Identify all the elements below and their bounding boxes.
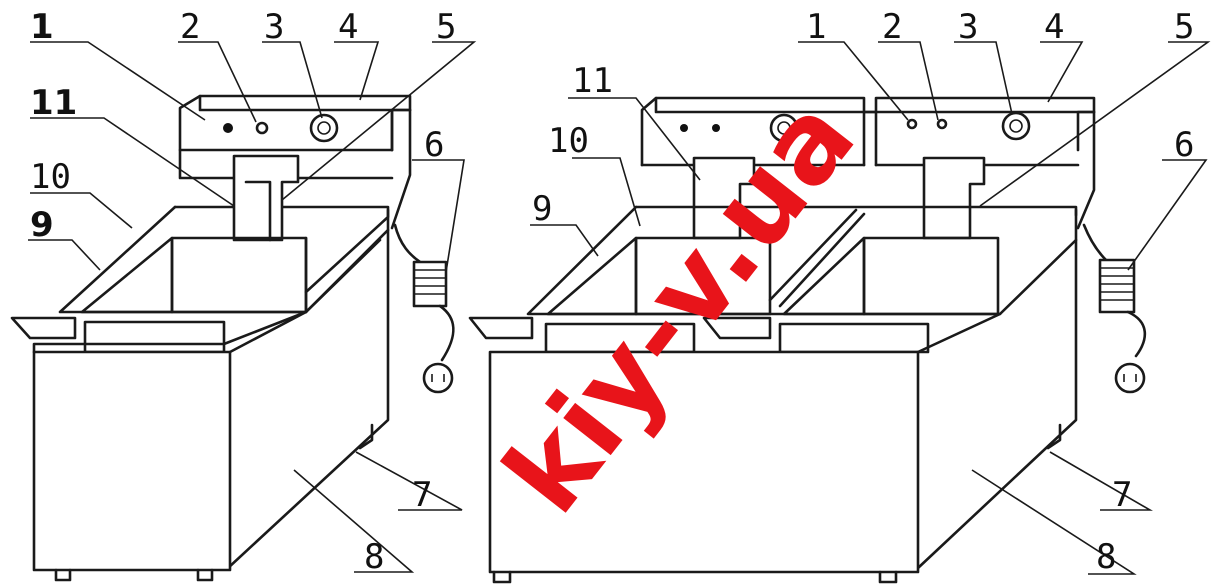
single-fryer <box>10 94 455 582</box>
label-right-2: 2 <box>882 7 902 47</box>
basket-handle-right-2[interactable] <box>702 316 772 340</box>
indicator-light-right-1 <box>680 124 688 132</box>
thermostat-knob-right-1[interactable] <box>769 113 799 143</box>
label-left-9: 9 <box>30 205 54 245</box>
power-cord-coil-left <box>412 260 448 308</box>
label-left-5: 5 <box>436 7 456 47</box>
power-plug-right <box>1114 362 1146 394</box>
body-front-left <box>32 350 232 572</box>
labels-left: 1 2 3 4 5 6 7 8 9 10 11 <box>30 7 456 577</box>
label-left-1: 1 <box>30 7 54 47</box>
label-left-4: 4 <box>338 7 358 47</box>
indicator-light-left-1 <box>223 123 233 133</box>
label-right-3: 3 <box>958 7 978 47</box>
label-left-2: 2 <box>180 7 200 47</box>
basket-right-2 <box>862 236 1000 316</box>
label-left-3: 3 <box>264 7 284 47</box>
body-front-right <box>488 350 920 574</box>
label-right-8: 8 <box>1096 537 1116 577</box>
label-left-7: 7 <box>412 475 432 515</box>
labels-right: 1 2 3 4 5 6 7 8 9 10 11 <box>532 7 1194 577</box>
thermostat-knob-right-2[interactable] <box>1001 111 1031 141</box>
heating-element-right-2 <box>922 156 986 240</box>
double-fryer <box>468 96 1147 584</box>
label-right-5: 5 <box>1174 7 1194 47</box>
label-right-10: 10 <box>548 121 589 161</box>
label-right-9: 9 <box>532 189 552 229</box>
power-plug-left <box>422 362 454 394</box>
thermostat-knob-left[interactable] <box>309 113 339 143</box>
label-left-8: 8 <box>364 537 384 577</box>
label-right-1: 1 <box>806 7 826 47</box>
label-left-6: 6 <box>424 125 444 165</box>
indicator-light-left-2 <box>255 121 269 135</box>
basket-handle-right-1[interactable] <box>468 316 534 340</box>
heating-element-left <box>232 154 300 242</box>
label-right-6: 6 <box>1174 125 1194 165</box>
label-left-10: 10 <box>30 157 71 197</box>
label-right-7: 7 <box>1112 475 1132 515</box>
label-right-4: 4 <box>1044 7 1064 47</box>
label-left-11: 11 <box>30 83 77 123</box>
basket-handle-left[interactable] <box>10 316 77 340</box>
label-right-11: 11 <box>572 61 613 101</box>
indicator-light-right-2 <box>906 118 918 130</box>
leader-lines <box>28 41 1211 575</box>
